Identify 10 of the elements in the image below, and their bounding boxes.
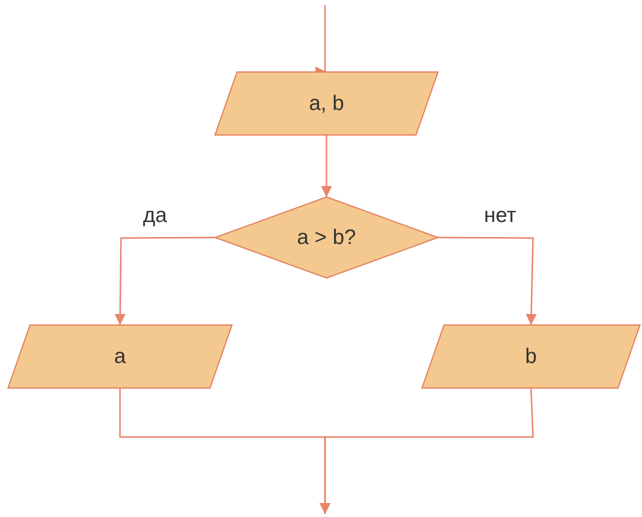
node-label: b: [525, 344, 537, 368]
arrow: [114, 236, 215, 325]
node-label: a > b?: [297, 226, 356, 250]
arrow: [438, 236, 537, 326]
edge-label: да: [143, 204, 167, 228]
arrow: [321, 135, 332, 197]
node-label: a: [114, 344, 126, 368]
arrow: [320, 388, 534, 514]
node-label: a, b: [308, 92, 344, 116]
edge-label: нет: [484, 204, 516, 228]
